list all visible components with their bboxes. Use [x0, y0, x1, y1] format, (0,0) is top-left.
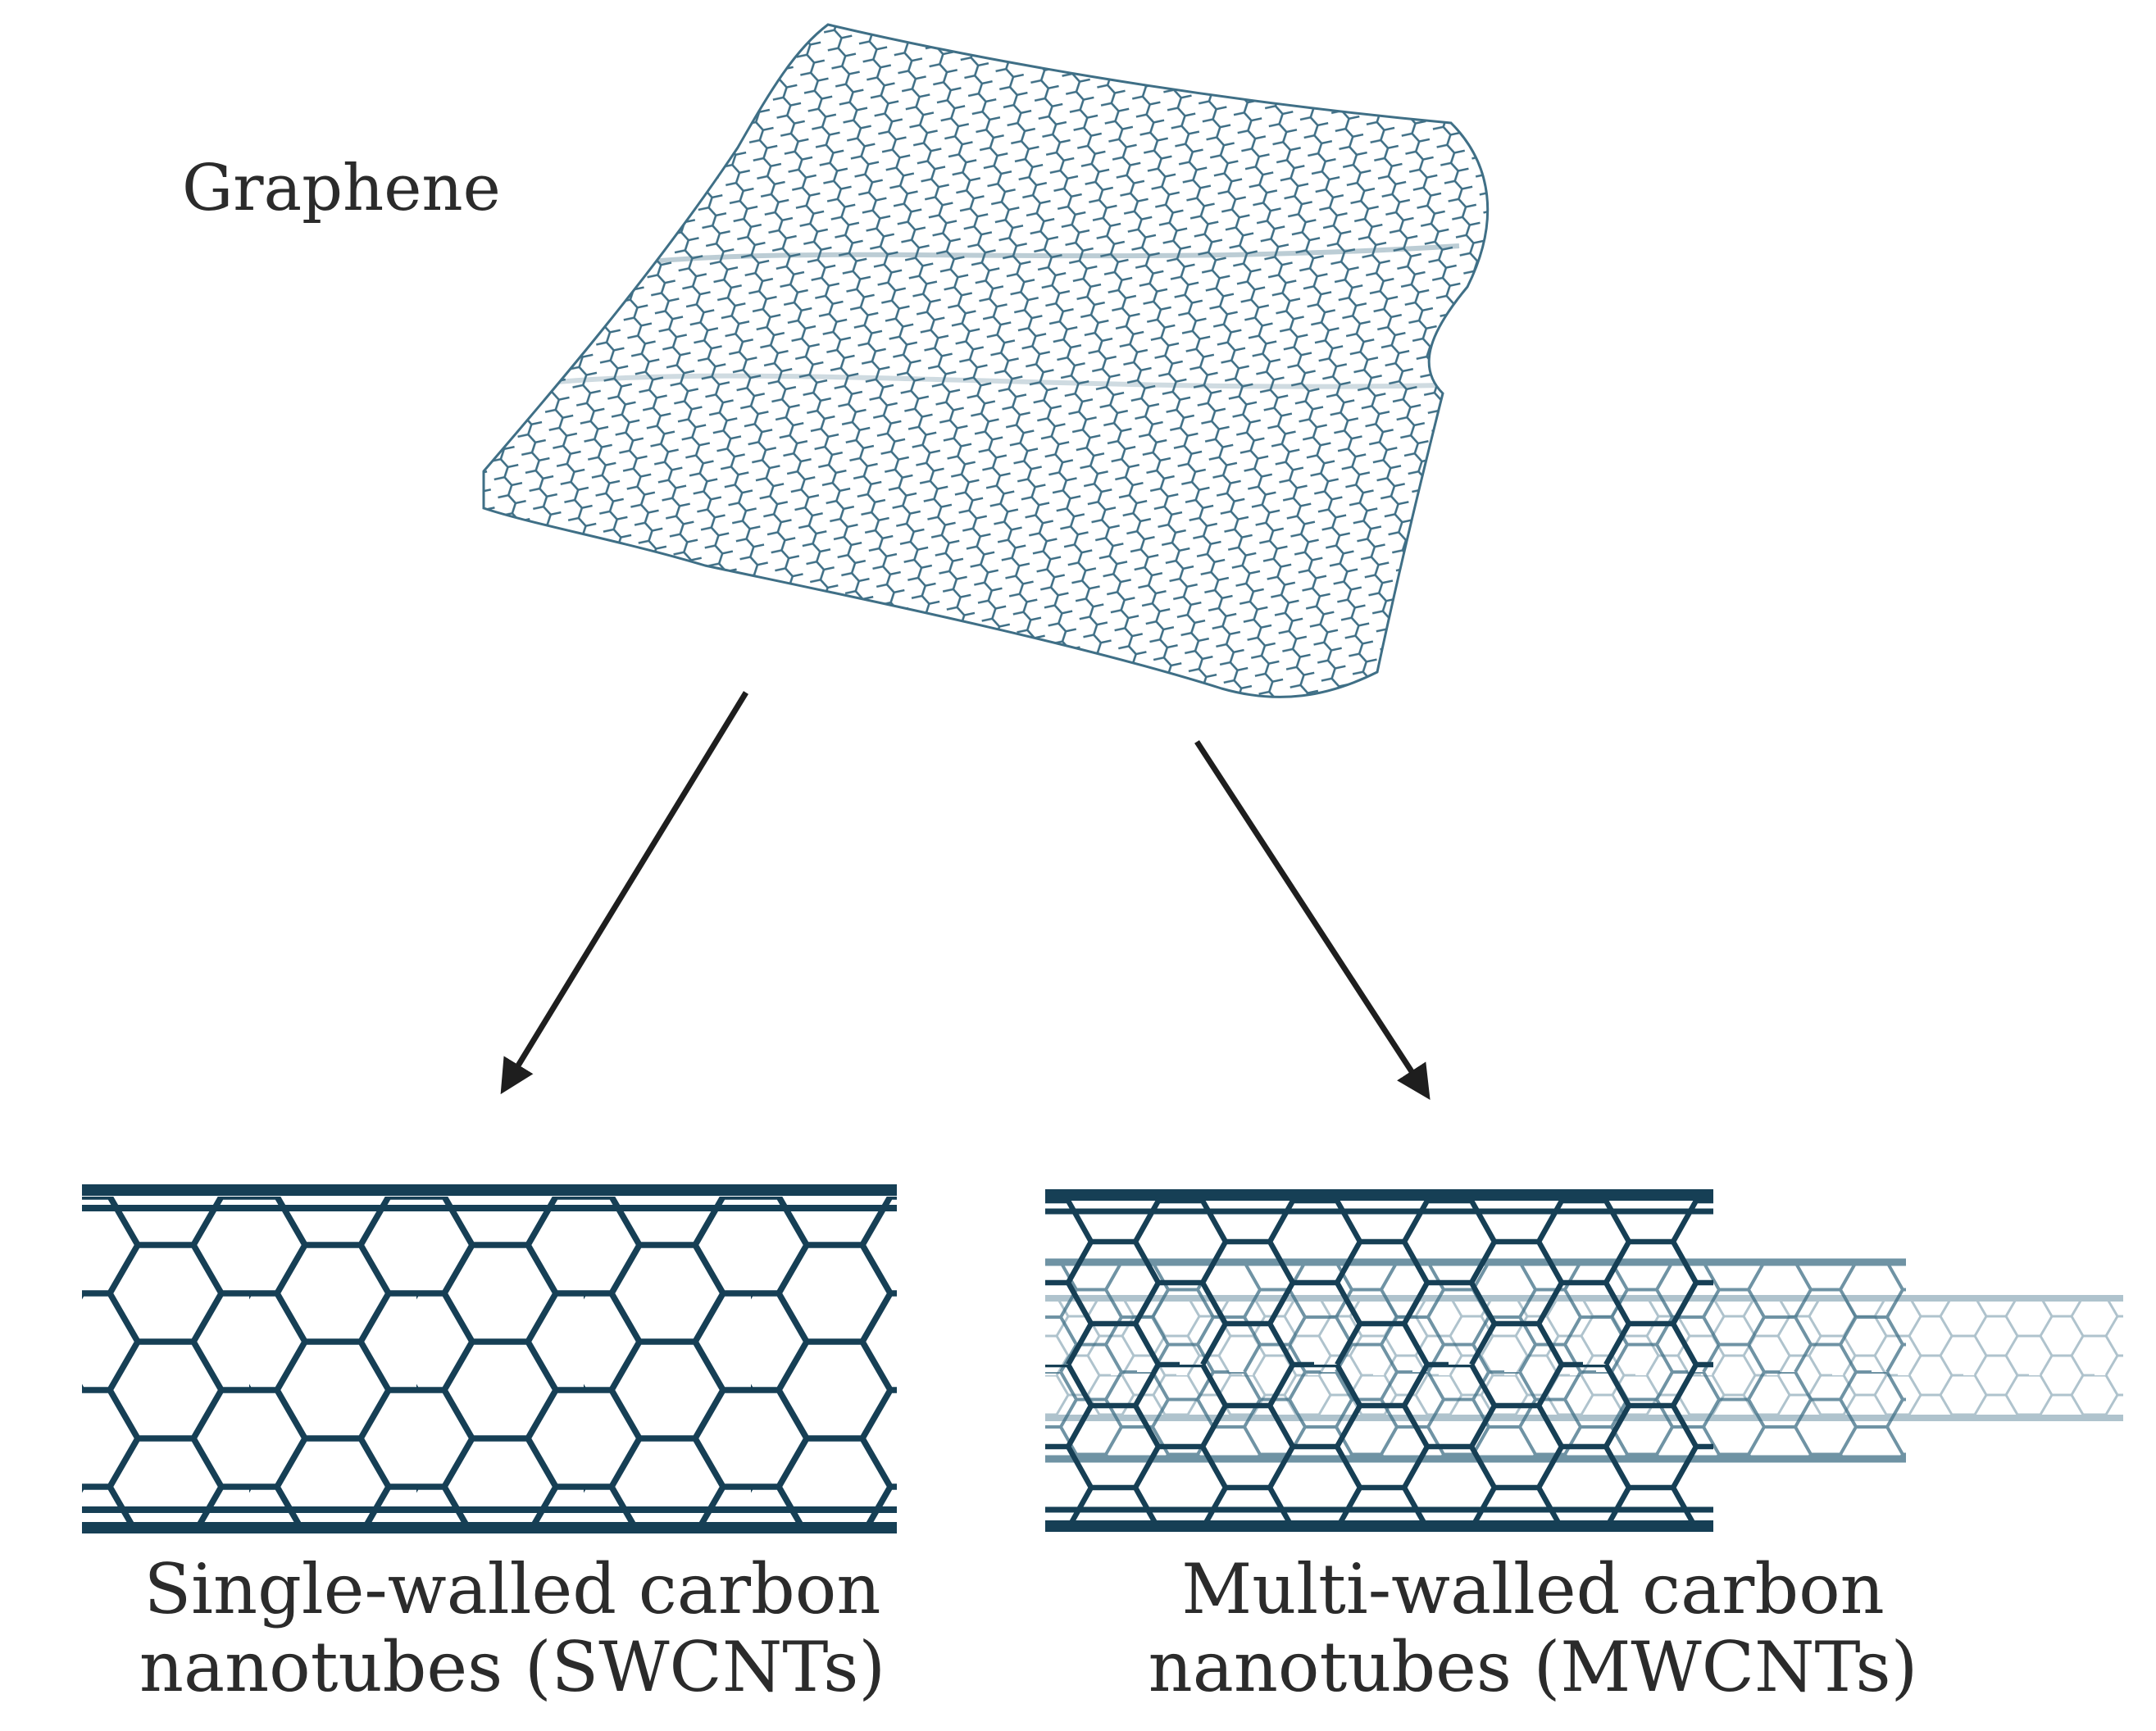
- mwcnt-label-line2: nanotubes (MWCNTs): [1148, 1626, 1918, 1707]
- mwcnt-tube: [1045, 1189, 2123, 1532]
- graphene-sheet: [482, 23, 1490, 698]
- swcnt-label: Single-walled carbon nanotubes (SWCNTs): [82, 1551, 943, 1706]
- mwcnt-label: Multi-walled carbon nanotubes (MWCNTs): [1082, 1551, 1984, 1706]
- swcnt-label-line1: Single-walled carbon: [143, 1549, 881, 1629]
- mwcnt-label-line1: Multi-walled carbon: [1181, 1549, 1885, 1629]
- arrow-to-mwcnt: [1194, 740, 1431, 1101]
- swcnt-tube: [82, 1184, 897, 1533]
- graphene-label: Graphene: [182, 152, 501, 225]
- arrow-to-swcnt: [500, 691, 748, 1095]
- swcnt-label-line2: nanotubes (SWCNTs): [139, 1626, 886, 1707]
